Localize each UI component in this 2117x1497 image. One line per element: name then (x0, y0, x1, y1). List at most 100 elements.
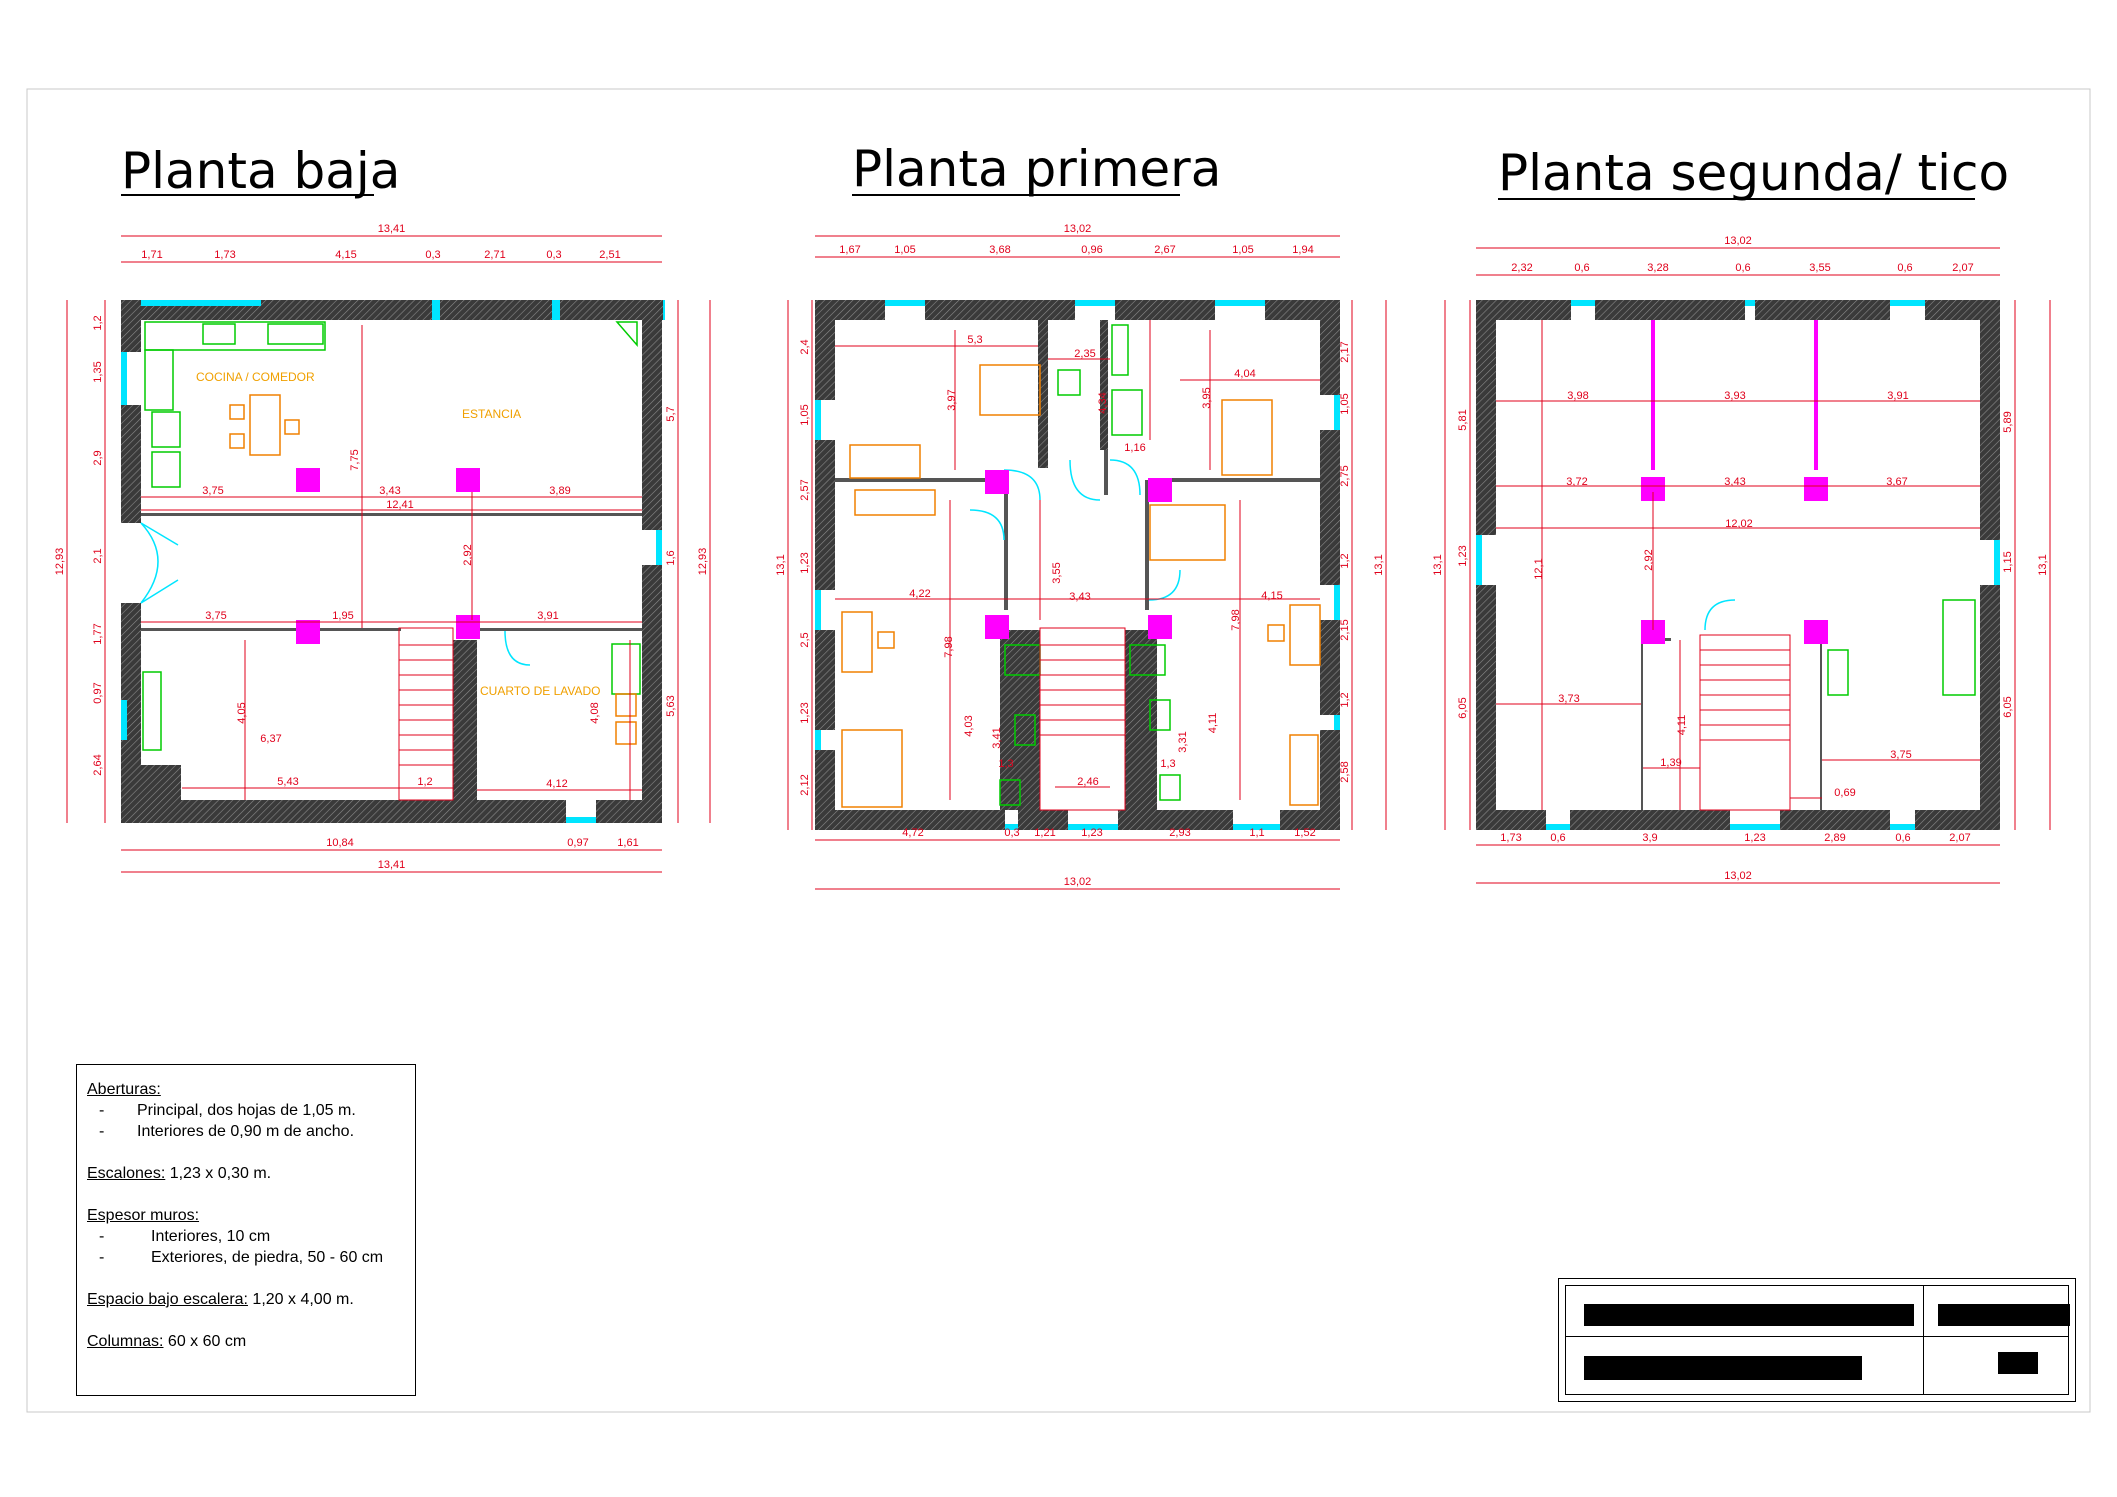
dimension-label: 1,3 (1160, 758, 1175, 770)
notes-walls-item: -Exteriores, de piedra, 50 - 60 cm (99, 1249, 384, 1266)
dimension-label: 2,46 (1077, 776, 1098, 788)
dimension-label: 2,17 (1339, 341, 1351, 362)
dimension-label: 3,95 (1201, 387, 1213, 408)
dimension-label: 2,92 (1643, 549, 1655, 570)
dimension-label: 2,93 (1169, 827, 1190, 839)
dimension-label: 2,5 (799, 632, 811, 647)
notes-under-stairs: Espacio bajo escalera: 1,20 x 4,00 m. (87, 1291, 354, 1308)
dimension-label: 1,39 (1660, 757, 1681, 769)
dimension-label: 4,15 (1261, 590, 1282, 602)
dimension-label: 1,2 (1339, 553, 1351, 568)
dimension-label: 1,6 (665, 550, 677, 565)
dimension-label: 3,75 (1890, 749, 1911, 761)
dimension-label: 1,2 (92, 315, 104, 330)
dimension-label: 3,9 (1642, 832, 1657, 844)
dimension-label: 1,15 (2002, 551, 2014, 572)
dimension-label: 2,35 (1074, 348, 1095, 360)
dimension-label: 2,58 (1339, 761, 1351, 782)
dimension-label: 3,73 (1558, 693, 1579, 705)
dimension-label: 3,28 (1647, 262, 1668, 274)
dimension-label: 4,22 (909, 588, 930, 600)
dimension-label: 1,95 (332, 610, 353, 622)
dimension-label: 2,07 (1952, 262, 1973, 274)
dimension-label: 1,21 (1034, 827, 1055, 839)
dimension-label: 2,9 (92, 450, 104, 465)
dimension-label: 7,98 (1230, 609, 1242, 630)
dimension-label: 13,1 (1373, 554, 1385, 575)
dimension-label: 13,02 (1064, 223, 1092, 235)
dimension-label: 3,91 (537, 610, 558, 622)
dimension-label: 2,51 (599, 249, 620, 261)
redacted-field (1938, 1304, 2070, 1326)
dimension-label: 1,73 (1500, 832, 1521, 844)
dimension-label: 3,68 (989, 244, 1010, 256)
dimension-label: 3,89 (549, 485, 570, 497)
dimension-label: 13,1 (775, 554, 787, 575)
dimension-label: 2,75 (1339, 465, 1351, 486)
dimension-label: 6,37 (260, 733, 281, 745)
dimension-label: 3,72 (1566, 476, 1587, 488)
title-planta-segunda: Planta segunda/ tico (1498, 144, 2009, 202)
dimension-label: 3,55 (1051, 562, 1063, 583)
dimension-label: 4,15 (335, 249, 356, 261)
dimension-label: 0,6 (1895, 832, 1910, 844)
dimension-label: 3,91 (1887, 390, 1908, 402)
dimension-label: 13,02 (1064, 876, 1092, 888)
plan-first-floor (815, 300, 1340, 830)
dimension-label: 0,69 (1834, 787, 1855, 799)
dimension-label: 1,23 (1457, 545, 1469, 566)
dimension-label: 3,31 (1177, 731, 1189, 752)
dimension-label: 2,67 (1154, 244, 1175, 256)
dimension-label: 1,2 (1339, 692, 1351, 707)
dimension-label: 2,15 (1339, 619, 1351, 640)
dimension-label: 0,3 (425, 249, 440, 261)
notes-walls-title: Espesor muros: (87, 1207, 200, 1224)
dimension-label: 5,43 (277, 776, 298, 788)
dimension-label: 0,3 (546, 249, 561, 261)
dimension-label: 0,6 (1550, 832, 1565, 844)
dimension-label: 12,02 (1725, 518, 1753, 530)
room-label-estancia: ESTANCIA (462, 407, 521, 421)
title-planta-baja: Planta baja (121, 142, 400, 200)
notes-walls-item: -Interiores, 10 cm (99, 1228, 271, 1245)
redacted-field (1998, 1352, 2038, 1374)
dimension-label: 2,71 (484, 249, 505, 261)
dimension-label: 1,3 (998, 758, 1013, 770)
plan-second-floor (1476, 300, 2000, 830)
dimension-label: 0,3 (1004, 827, 1019, 839)
dimension-label: 1,61 (617, 837, 638, 849)
dimension-label: 3,41 (991, 727, 1003, 748)
dimension-label: 3,75 (202, 485, 223, 497)
dimension-label: 13,41 (378, 223, 406, 235)
dimension-label: 2,07 (1949, 832, 1970, 844)
dimension-label: 2,4 (799, 339, 811, 354)
dimension-label: 12,1 (1533, 558, 1545, 579)
dimension-label: 7,98 (943, 636, 955, 657)
sheet-border (26, 88, 2091, 1413)
dimension-label: 1,77 (92, 623, 104, 644)
dimension-label: 6,05 (2002, 696, 2014, 717)
notes-steps: Escalones: 1,23 x 0,30 m. (87, 1165, 272, 1182)
dimension-label: 1,23 (1744, 832, 1765, 844)
dimension-label: 3,67 (1886, 476, 1907, 488)
dimension-label: 1,23 (799, 552, 811, 573)
dimension-label: 13,1 (2037, 554, 2049, 575)
notes-columns: Columnas: 60 x 60 cm (87, 1333, 247, 1350)
notes-openings-item: -Principal, dos hojas de 1,05 m. (99, 1102, 356, 1119)
notes-openings-title: Aberturas: (87, 1081, 161, 1098)
dimension-label: 1,05 (1339, 393, 1351, 414)
dimension-label: 2,57 (799, 479, 811, 500)
dimension-label: 2,32 (1511, 262, 1532, 274)
dimension-label: 4,05 (236, 702, 248, 723)
dimension-label: 1,23 (1081, 827, 1102, 839)
dimension-label: 1,52 (1294, 827, 1315, 839)
dimension-label: 1,94 (1292, 244, 1313, 256)
dimension-label: 2,64 (92, 754, 104, 775)
redacted-field (1584, 1356, 1862, 1380)
dimension-label: 12,93 (54, 548, 66, 576)
dimension-label: 5,7 (665, 406, 677, 421)
dimension-label: 3,55 (1809, 262, 1830, 274)
notes-openings-item: -Interiores de 0,90 m de ancho. (99, 1123, 355, 1140)
dimension-label: 1,05 (799, 404, 811, 425)
